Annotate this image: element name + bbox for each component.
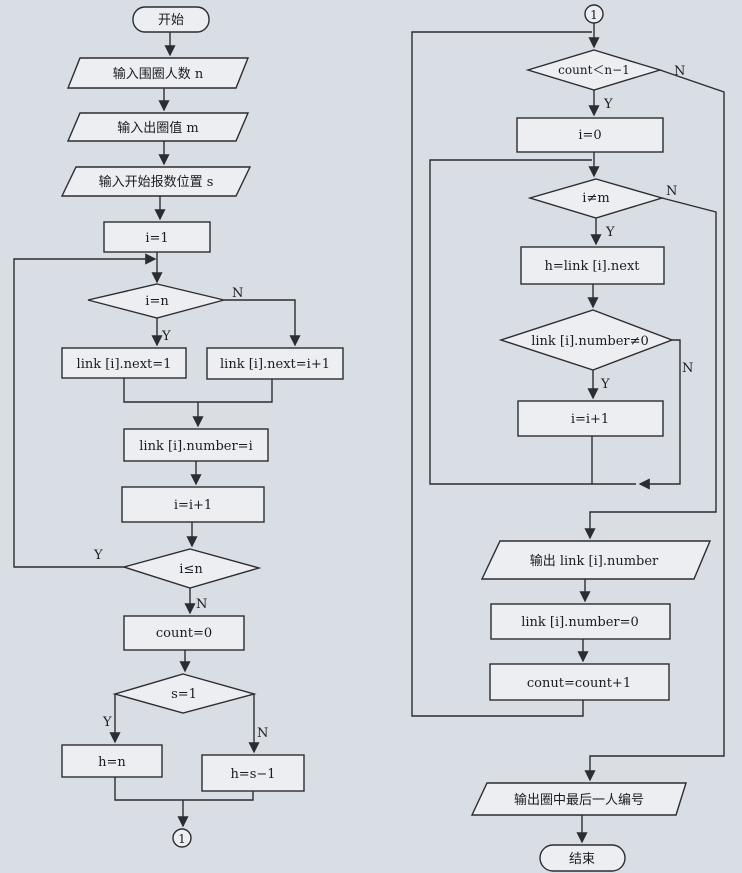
init-i-label: i=1 — [145, 231, 168, 246]
end-label: 结束 — [569, 852, 595, 867]
set-next-1-box — [61, 347, 187, 379]
connector-left — [172, 828, 192, 848]
decision-count-no: N — [674, 64, 685, 79]
set-next-i1-label: link [i].next=i+1 — [220, 357, 330, 372]
merge-line-left — [123, 378, 273, 403]
set-number-label: link [i].number=i — [139, 439, 252, 454]
input-s-label: 输入开始报数位置 s — [99, 174, 214, 190]
decision-i-eq-n-label: i=n — [145, 294, 169, 309]
merge-line-bottom-left — [114, 777, 254, 801]
inner-loop-edge — [429, 159, 636, 485]
input-m-parallelogram — [66, 112, 250, 142]
outer-loop-edge — [411, 31, 592, 717]
h-n-label: h=n — [98, 755, 126, 770]
arrow-decision-no — [224, 299, 301, 347]
decision-count-yes: Y — [603, 97, 613, 112]
set-next-i1-box — [206, 347, 344, 380]
decision-i-ne-m-no: N — [666, 184, 677, 199]
arrow-i-ne-m-no — [584, 197, 717, 540]
decision-i-le-n-no: N — [196, 597, 207, 612]
decision-i-eq-n-no: N — [232, 286, 243, 301]
count0-label: count=0 — [156, 626, 212, 641]
decision-number-yes: Y — [600, 377, 610, 392]
decision-s1-label: s=1 — [171, 687, 197, 702]
output-last-label: 输出圈中最后一人编号 — [514, 792, 644, 808]
input-m-label: 输入出圈值 m — [117, 120, 198, 136]
loop-back-edge-left — [13, 253, 157, 568]
i0-label: i=0 — [578, 128, 601, 143]
inc-i-label: i=i+1 — [174, 498, 212, 513]
set-number-box — [123, 428, 269, 462]
h-n-box — [61, 744, 163, 778]
decision-s1-no: N — [257, 726, 268, 741]
input-n-parallelogram — [66, 57, 250, 89]
inc-i-right-box — [517, 400, 664, 437]
decision-count-label: count＜n−1 — [558, 63, 630, 77]
arrow-count-no — [584, 69, 725, 782]
start-label: 开始 — [158, 13, 184, 28]
end-terminal — [539, 844, 626, 872]
i0-box — [516, 117, 664, 153]
inc-i-box — [121, 486, 265, 523]
count-inc-box — [489, 663, 670, 701]
decision-s1-yes: Y — [102, 715, 112, 730]
h-s1-box — [201, 754, 305, 792]
decision-number-no: N — [682, 361, 693, 376]
input-n-label: 输入围圈人数 n — [113, 66, 204, 82]
start-terminal — [132, 6, 210, 33]
inc-i-right-label: i=i+1 — [571, 412, 609, 427]
set-zero-box — [490, 603, 671, 640]
output-number-label: 输出 link [i].number — [530, 553, 659, 569]
decision-i-le-n-label: i≤n — [179, 562, 203, 577]
connector-right-label: 1 — [590, 8, 598, 22]
h-s1-label: h=s−1 — [230, 767, 275, 782]
count0-box — [123, 615, 245, 651]
h-next-box — [520, 246, 665, 285]
set-zero-label: link [i].number=0 — [521, 615, 639, 630]
h-next-label: h=link [i].next — [544, 259, 640, 274]
decision-i-ne-m-yes: Y — [605, 225, 615, 240]
decision-i-eq-n-yes: Y — [161, 329, 171, 344]
decision-number-label: link [i].number≠0 — [531, 334, 649, 349]
input-s-parallelogram — [60, 166, 252, 197]
set-next-1-label: link [i].next=1 — [77, 357, 172, 372]
connector-left-label: 1 — [178, 832, 186, 846]
init-i-box — [103, 221, 211, 253]
decision-i-le-n-yes: Y — [93, 548, 103, 563]
arrow-number-no — [638, 339, 681, 490]
output-number-parallelogram — [480, 540, 712, 580]
decision-s1 — [112, 673, 257, 714]
count-inc-label: conut=count+1 — [527, 676, 631, 691]
decision-i-ne-m-label: i≠m — [582, 191, 609, 206]
output-last-parallelogram — [470, 782, 687, 816]
